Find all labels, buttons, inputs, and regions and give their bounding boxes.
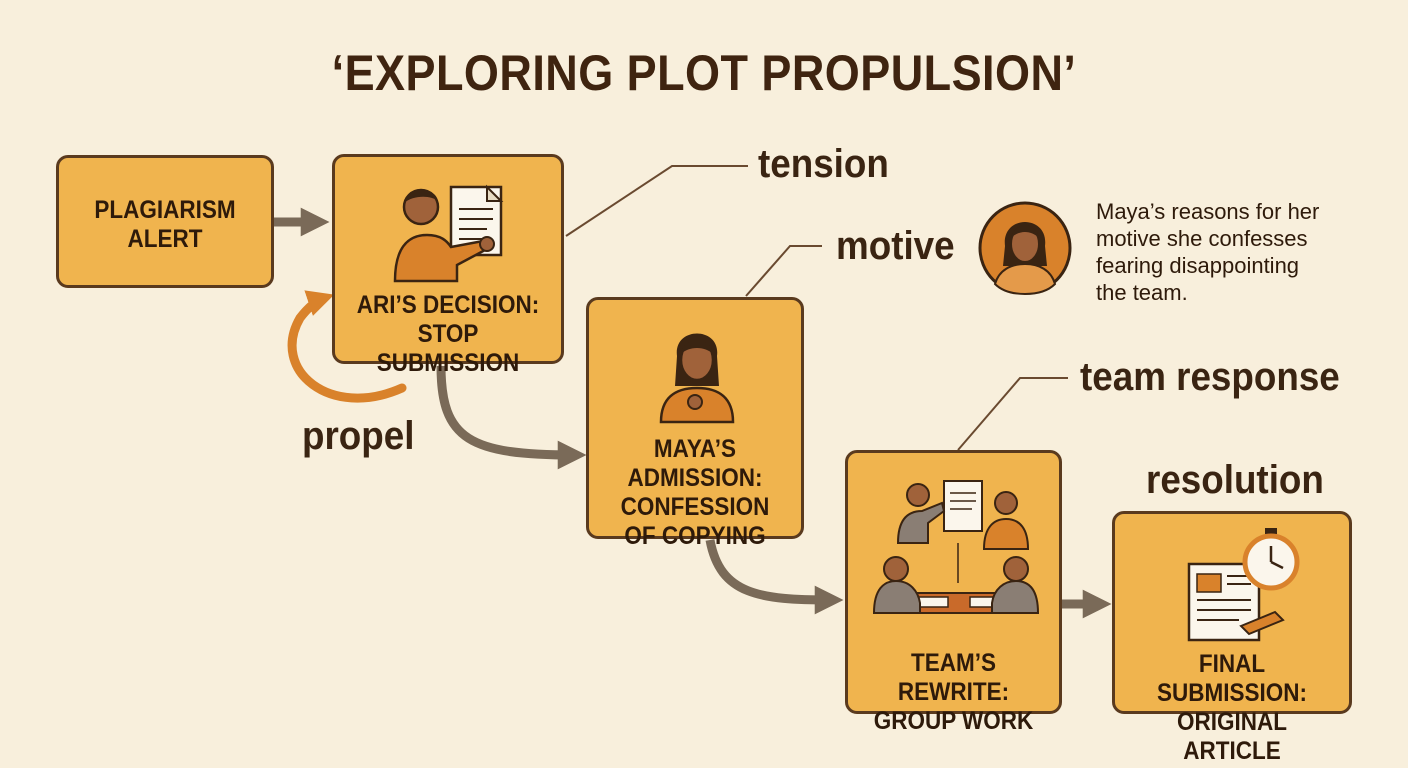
annotation-motive: motive — [836, 224, 955, 268]
annotation-tension: tension — [758, 142, 889, 186]
maya-avatar-icon — [978, 201, 1072, 296]
box-final-submission-label: FINAL SUBMISSION: ORIGINAL ARTICLE — [1127, 650, 1338, 766]
arrow-admission-to-rewrite — [705, 539, 844, 615]
box-teams-rewrite-label: TEAM’S REWRITE: GROUP WORK — [859, 649, 1049, 736]
maya-motive-note-line1: Maya’s reasons for her — [1096, 199, 1320, 224]
maya-motive-note: Maya’s reasons for her motive she confes… — [1096, 198, 1356, 306]
box-aris-decision-line2: STOP SUBMISSION — [376, 320, 520, 377]
box-plagiarism-alert-label: PLAGIARISM ALERT — [70, 196, 261, 254]
box-mayas-admission-label: MAYA’S ADMISSION: CONFESSION OF COPYING — [600, 435, 791, 551]
box-teams-rewrite-line1: TEAM’S REWRITE: — [897, 649, 1010, 706]
maya-motive-note-line2: motive she confesses — [1096, 226, 1308, 251]
box-mayas-admission: MAYA’S ADMISSION: CONFESSION OF COPYING — [586, 297, 804, 550]
leader-team-response — [957, 377, 1068, 451]
box-final-submission-line1: FINAL SUBMISSION: — [1156, 650, 1308, 707]
team-collaboration-icon — [872, 480, 1040, 614]
box-plagiarism-alert-line1: PLAGIARISM — [94, 196, 236, 224]
box-plagiarism-alert-line2: ALERT — [127, 225, 203, 253]
box-final-submission-line2: ORIGINAL ARTICLE — [1177, 708, 1287, 765]
newspaper-clock-icon — [1187, 528, 1300, 642]
box-aris-decision-line1: ARI’S DECISION: — [356, 291, 540, 319]
box-aris-decision: ARI’S DECISION: STOP SUBMISSION — [332, 154, 564, 377]
diagram-title: ‘EXPLORING PLOT PROPULSION’ — [331, 45, 1077, 101]
propel-arrow — [287, 290, 407, 403]
maya-motive-note-line4: the team. — [1096, 280, 1188, 305]
box-aris-decision-label: ARI’S DECISION: STOP SUBMISSION — [346, 291, 549, 378]
leader-motive — [745, 245, 822, 297]
annotation-resolution: resolution — [1146, 458, 1324, 502]
box-teams-rewrite-line2: GROUP WORK — [873, 707, 1034, 735]
box-mayas-admission-line1: MAYA’S ADMISSION: — [627, 435, 763, 492]
maya-motive-note-line3: fearing disappointing — [1096, 253, 1300, 278]
person-pointing-document-icon — [393, 184, 504, 283]
arrow-decision-to-admission — [436, 365, 587, 470]
box-mayas-admission-line3: OF COPYING — [624, 522, 766, 550]
maya-confessing-icon — [659, 333, 735, 424]
box-plagiarism-alert: PLAGIARISM ALERT — [56, 155, 274, 288]
box-teams-rewrite: TEAM’S REWRITE: GROUP WORK — [845, 450, 1062, 735]
box-mayas-admission-line2: CONFESSION — [620, 493, 770, 521]
leader-tension — [565, 165, 748, 237]
annotation-team-response: team response — [1080, 355, 1340, 399]
box-final-submission: FINAL SUBMISSION: ORIGINAL ARTICLE — [1112, 511, 1352, 765]
annotation-propel: propel — [302, 414, 415, 458]
